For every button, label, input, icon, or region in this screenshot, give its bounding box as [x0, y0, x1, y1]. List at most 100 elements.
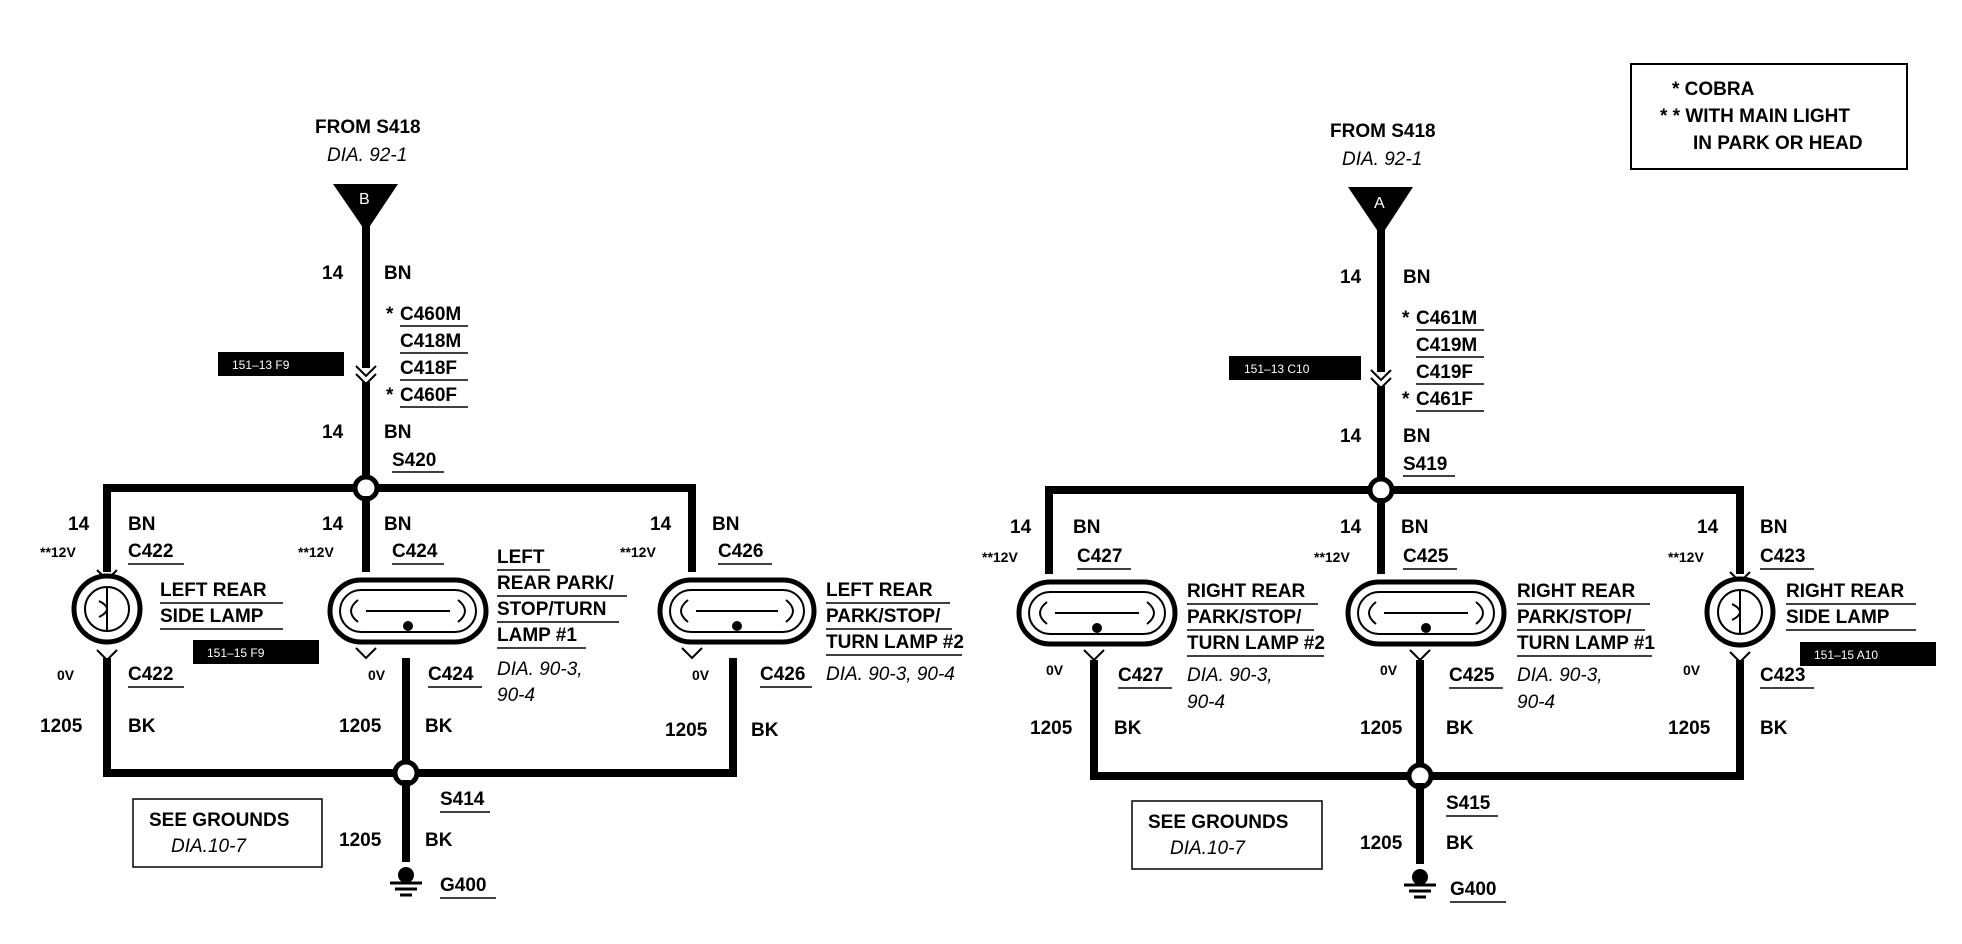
right-triangle-letter: A [1374, 195, 1385, 212]
right-lamp-a-gauge: 14 [1010, 517, 1032, 538]
left-lamp-a-volt-lo: 0V [57, 667, 75, 683]
right-mid-gauge: 14 [1340, 426, 1362, 447]
left-mid-color: BN [384, 422, 411, 443]
right-top-gauge: 14 [1340, 267, 1362, 288]
left-conn1: C460M [400, 304, 461, 325]
right-lamp-b-filaments [1368, 601, 1484, 625]
right-splice-dot [1367, 476, 1395, 504]
left-lamp-b-inner [339, 589, 477, 633]
left-conn4-star: * [386, 385, 394, 406]
right-lamp-a-center-dot [1092, 623, 1102, 633]
left-lamp-c-center-dot [732, 621, 742, 631]
right-from-label: FROM S418 [1330, 121, 1436, 142]
right-conn2: C419M [1416, 335, 1477, 356]
right-see-grounds-label: SEE GROUNDS [1148, 812, 1288, 833]
left-lamp-b-conn-top: C424 [392, 541, 438, 562]
legend-main-light: * * WITH MAIN LIGHT [1660, 106, 1850, 127]
right-lamp-c-filament [1731, 590, 1741, 634]
right-conn4: C461F [1416, 389, 1473, 410]
right-lamp-a-inner [1028, 591, 1166, 635]
right-lamp-b-volt-hi: **12V [1314, 549, 1350, 565]
right-lamp-a-gnd-color: BK [1114, 718, 1142, 739]
left-lamp-a-locator-badge [193, 640, 319, 664]
right-locator-text: 151–13 C10 [1244, 362, 1310, 376]
right-lamp-a-ref1: DIA. 90-3, [1187, 665, 1273, 686]
right-lamp-a-pin-bot [1083, 649, 1105, 662]
left-park-stop-turn-lamp-1: 14 BN **12V C424 LEFT REAR PARK/ STOP/TU… [298, 514, 627, 737]
right-see-grounds-box: SEE GROUNDS DIA.10-7 [1131, 800, 1323, 870]
right-connector-triangle [1348, 187, 1413, 236]
left-lamp-a-volt-hi: **12V [40, 544, 76, 560]
right-lamp-b-ref1: DIA. 90-3, [1517, 665, 1603, 686]
left-ground-point: G400 [440, 875, 486, 896]
left-circuit: FROM S418 DIA. 92-1 B 14 BN * C460M C418… [40, 117, 964, 899]
right-lamp-b-name3: TURN LAMP #1 [1517, 633, 1655, 654]
right-rear-side-lamp: 14 BN **12V C423 RIGHT REAR SIDE LAMP 15… [1668, 517, 1936, 739]
right-lamp-a-volt-lo: 0V [1046, 662, 1064, 678]
left-mid-gauge: 14 [322, 422, 344, 443]
left-lamp-b-gnd-color: BK [425, 716, 453, 737]
left-ground-color: BK [425, 830, 453, 851]
left-lamp-a-gnd-color: BK [128, 716, 156, 737]
right-lamp-a-ref2: 90-4 [1187, 692, 1225, 713]
legend-box: * COBRA * * WITH MAIN LIGHT IN PARK OR H… [1630, 63, 1908, 170]
right-lamp-a-conn-bot: C427 [1118, 665, 1163, 686]
right-lamp-b-gnd-color: BK [1446, 718, 1474, 739]
left-lamp-a-name2: SIDE LAMP [160, 606, 264, 627]
left-lamp-c-name3: TURN LAMP #2 [826, 632, 964, 653]
left-locator-badge [218, 352, 344, 376]
left-lamp-c-conn-top: C426 [718, 541, 763, 562]
left-lamp-b-gnd-gauge: 1205 [339, 716, 382, 737]
left-lamp-b-volt-lo: 0V [368, 667, 386, 683]
left-lamp-b-volt-hi: **12V [298, 544, 334, 560]
right-lamp-a-name2: PARK/STOP/ [1187, 607, 1302, 628]
right-lamp-c-gauge: 14 [1697, 517, 1719, 538]
left-see-grounds-label: SEE GROUNDS [149, 810, 289, 831]
left-lamp-a-gauge: 14 [68, 514, 90, 535]
left-lamp-c-pin-bot [681, 647, 703, 660]
left-lamp-a-locator: 151–15 F9 [207, 646, 265, 660]
left-splice-dot [352, 474, 380, 502]
right-lamp-b-conn-bot: C425 [1449, 665, 1495, 686]
left-conn2: C418M [400, 331, 461, 352]
right-lamp-b-ref2: 90-4 [1517, 692, 1555, 713]
left-lamp-c-filaments [680, 599, 794, 623]
left-lamp-c-gnd-gauge: 1205 [665, 720, 708, 741]
left-lamp-a-color: BN [128, 514, 155, 535]
left-rear-side-lamp: 14 BN **12V C422 LEFT REAR SIDE LAMP 151… [40, 514, 319, 737]
right-mid-color: BN [1403, 426, 1430, 447]
right-inline-connector [1370, 369, 1392, 382]
left-conn3: C418F [400, 358, 457, 379]
right-lamp-c-conn-top: C423 [1760, 546, 1805, 567]
left-inline-connector [355, 365, 377, 378]
right-lamp-c-volt-hi: **12V [1668, 549, 1704, 565]
legend-cobra: * COBRA [1672, 79, 1755, 100]
legend-park-head: IN PARK OR HEAD [1693, 133, 1863, 154]
right-lamp-a-volt-hi: **12V [982, 549, 1018, 565]
right-lamp-c-locator: 151–15 A10 [1814, 648, 1878, 662]
left-lamp-b-conn-bot: C424 [428, 664, 474, 685]
left-from-label: FROM S418 [315, 117, 421, 138]
right-lamp-b-color: BN [1401, 517, 1428, 538]
right-ground-splice: S415 [1446, 793, 1491, 814]
right-lamp-a-name1: RIGHT REAR [1187, 581, 1306, 602]
left-lamp-a-name1: LEFT REAR [160, 580, 267, 601]
left-lamp-b-name1: LEFT [497, 547, 545, 568]
left-connector-triangle [333, 184, 398, 232]
right-top-color: BN [1403, 267, 1430, 288]
right-ground-color: BK [1446, 833, 1474, 854]
left-lamp-c-name2: PARK/STOP/ [826, 606, 941, 627]
left-lamp-c-ref1: DIA. 90-3, 90-4 [826, 664, 955, 685]
right-lamp-b-name1: RIGHT REAR [1517, 581, 1636, 602]
left-lamp-b-name3: STOP/TURN [497, 599, 606, 620]
right-conn1: C461M [1416, 308, 1477, 329]
left-lamp-c-name1: LEFT REAR [826, 580, 933, 601]
right-lamp-b-volt-lo: 0V [1380, 662, 1398, 678]
left-lamp-b-pin-bot [355, 647, 377, 660]
right-lamp-c-conn-bot: C423 [1760, 665, 1805, 686]
right-ground-gauge: 1205 [1360, 833, 1403, 854]
left-lamp-c-inner [669, 589, 805, 633]
right-lamp-c-color: BN [1760, 517, 1787, 538]
right-park-stop-turn-lamp-2: 14 BN **12V C427 RIGHT REAR PARK/STOP/ T… [982, 517, 1325, 739]
